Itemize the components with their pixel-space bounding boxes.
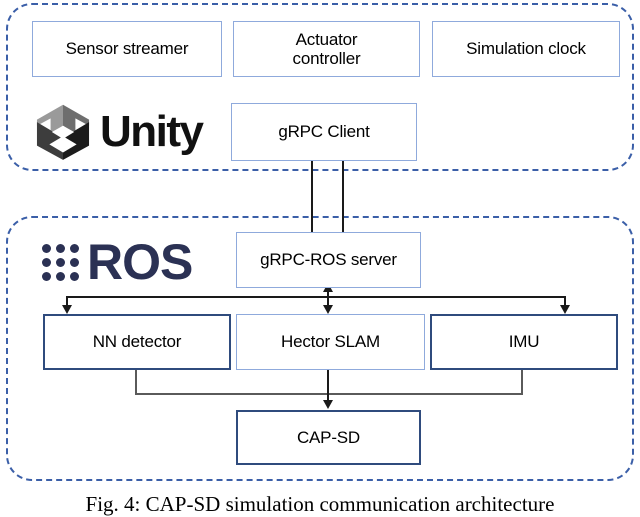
connector-server-bus-stub (327, 288, 329, 298)
node-sensor-streamer[interactable]: Sensor streamer (32, 21, 222, 77)
node-actuator-controller[interactable]: Actuator controller (233, 21, 420, 77)
connector-server-to-client (342, 128, 344, 243)
ros-group-container (6, 216, 634, 481)
node-nn-detector-label: NN detector (92, 332, 182, 352)
node-actuator-controller-label: Actuator controller (292, 29, 361, 68)
node-hector-slam[interactable]: Hector SLAM (236, 314, 425, 370)
arrowhead-down-to-cap-sd (323, 400, 333, 409)
node-grpc-client[interactable]: gRPC Client (231, 103, 417, 161)
node-hector-slam-label: Hector SLAM (281, 332, 380, 352)
node-simulation-clock[interactable]: Simulation clock (432, 21, 620, 77)
connector-merge-to-cap-sd (327, 370, 329, 406)
arrowhead-down-to-nn-detector (62, 305, 72, 314)
figure-caption: Fig. 4: CAP-SD simulation communication … (85, 492, 555, 516)
connector-imu-to-merge (521, 370, 523, 395)
node-grpc-ros-server[interactable]: gRPC-ROS server (236, 232, 421, 288)
ros-logo: ROS (42, 232, 220, 292)
node-simulation-clock-label: Simulation clock (466, 39, 586, 59)
node-nn-detector[interactable]: NN detector (43, 314, 231, 370)
ros-wordmark: ROS (87, 234, 193, 290)
unity-group-container (6, 3, 634, 171)
node-cap-sd[interactable]: CAP-SD (236, 410, 421, 465)
connector-merge-bar (135, 393, 523, 395)
connector-ros-bus (66, 296, 566, 298)
connector-bus-to-imu (564, 296, 566, 310)
ros-dot-grid-icon (42, 243, 79, 281)
unity-logo: Unity (32, 98, 224, 166)
arrowhead-down-to-hector-slam (323, 305, 333, 314)
unity-wordmark: Unity (100, 107, 204, 156)
node-grpc-ros-server-label: gRPC-ROS server (260, 250, 397, 270)
connector-bus-to-hector-slam (327, 296, 329, 310)
connector-nn-detector-to-merge (135, 370, 137, 395)
connector-client-to-server (311, 161, 313, 243)
arrowhead-down-to-imu (560, 305, 570, 314)
node-sensor-streamer-label: Sensor streamer (65, 39, 189, 59)
connector-bus-to-nn-detector (66, 296, 68, 310)
node-cap-sd-label: CAP-SD (296, 427, 361, 447)
node-grpc-client-label: gRPC Client (278, 122, 370, 142)
node-imu[interactable]: IMU (430, 314, 618, 370)
unity-cube-icon (36, 104, 90, 160)
node-imu-label: IMU (508, 332, 540, 352)
